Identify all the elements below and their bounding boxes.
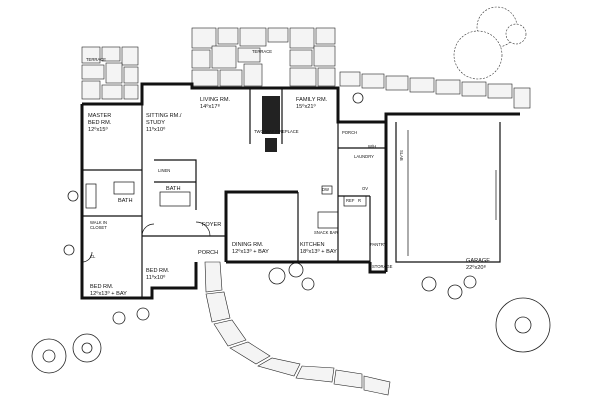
ref-label: REF <box>346 198 355 203</box>
shrubs <box>31 92 551 374</box>
snack-bar-label: SNACK BAR <box>314 230 338 235</box>
master-bed-dims: 12⁰x15⁰ <box>88 126 108 133</box>
wh-label: W/H <box>368 144 376 149</box>
porch-rear-label: PORCH <box>342 130 357 135</box>
room-labels: TERRACE TERRACE MASTER BED RM. 12⁰x15⁰ S… <box>86 49 490 297</box>
oven-label: OV <box>362 186 368 191</box>
tree-canopy <box>505 23 527 45</box>
bed-left-label: BED RM. <box>90 284 114 290</box>
range-label: R <box>358 198 361 203</box>
living-dims: 14⁰x17⁸ <box>200 103 220 110</box>
linen-label: LINEN <box>158 168 170 173</box>
kitchen-label: KITCHEN <box>300 242 325 248</box>
pantry-label: PANTRY <box>370 242 387 247</box>
walk-in-closet-label-2: CLOSET <box>90 225 107 230</box>
terrace-top-label: TERRACE <box>252 49 272 54</box>
bed-right-label: BED RM. <box>146 268 170 274</box>
closet-mark: CL <box>90 254 96 259</box>
landscaping <box>31 6 551 396</box>
rear-walk-paving <box>339 71 531 109</box>
walk-in-closet-label-1: WALK IN <box>90 220 107 225</box>
kitchen-island-icon <box>317 211 339 229</box>
kitchen-dims: 18⁰x13⁰ + BAY <box>300 248 337 255</box>
garage-label: GARAGE <box>466 258 490 264</box>
laundry-label: LAUNDRY <box>354 154 374 159</box>
storage-label: STORAGE <box>372 264 393 269</box>
front-walk-paving <box>204 261 391 396</box>
terrace-left-paving <box>81 46 139 100</box>
sitting-dims: 11⁰x10⁰ <box>146 126 166 133</box>
bath-upper-label: BATH <box>166 186 181 192</box>
dining-dims: 12⁰x13⁰ + BAY <box>232 248 269 255</box>
bed-left-dims: 12⁰x13⁰ + BAY <box>90 290 127 297</box>
porch-front-label: PORCH <box>198 250 218 256</box>
sitting-label-2: STUDY <box>146 120 165 126</box>
bathtub-icon <box>159 191 191 207</box>
terrace-top-paving <box>191 27 336 87</box>
bathtub-icon <box>85 183 97 209</box>
tree-canopy <box>453 30 503 80</box>
bath-lower-label: BATH <box>118 198 133 204</box>
fireplace-label: TWO-WAY FIREPLACE <box>254 129 299 134</box>
garage-dims: 22⁰x20⁸ <box>466 264 486 271</box>
family-dims: 15⁰x21⁰ <box>296 103 316 110</box>
house-walls <box>80 82 520 300</box>
foyer-label: FOYER <box>202 222 221 228</box>
sitting-label-1: SITTING RM./ <box>146 113 182 119</box>
fireplace-icon <box>262 96 280 134</box>
dw-label: DW <box>322 187 329 192</box>
bed-right-dims: 11⁰x10⁰ <box>146 274 166 281</box>
fixtures <box>81 96 367 263</box>
slab-label: SLAB <box>399 150 404 161</box>
living-label: LIVING RM. <box>200 97 231 103</box>
master-bed-label-1: MASTER <box>88 113 111 119</box>
family-label: FAMILY RM. <box>296 97 328 103</box>
master-bed-label-2: BED RM. <box>88 120 112 126</box>
terrace-left-label: TERRACE <box>86 57 106 62</box>
dining-label: DINING RM. <box>232 242 264 248</box>
